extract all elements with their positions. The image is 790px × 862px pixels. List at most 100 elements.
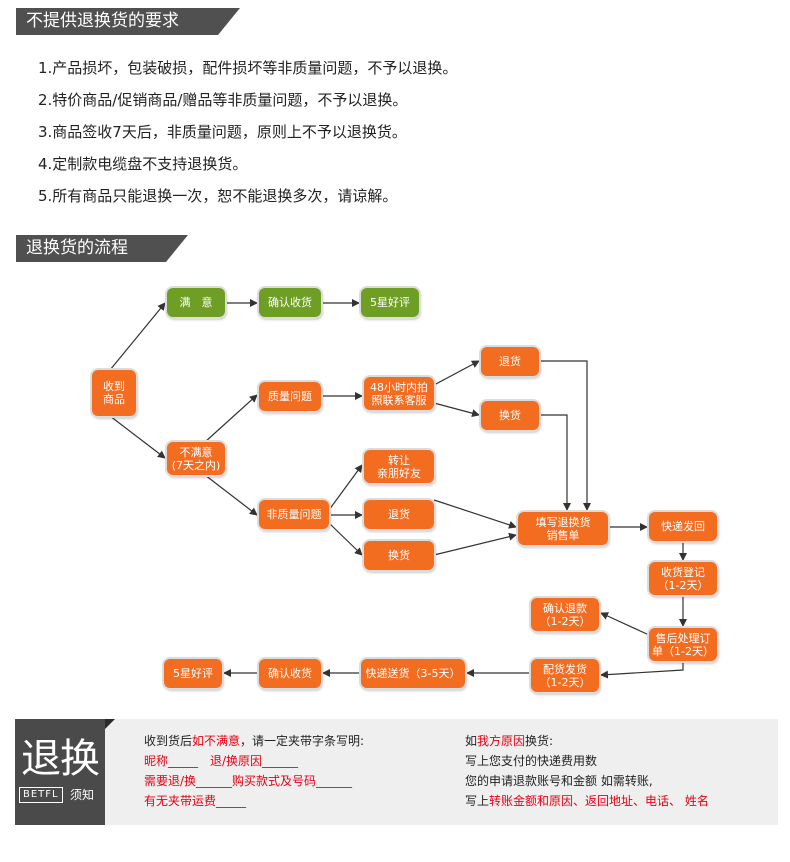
flow-node-line: 快递送货（3-5天） <box>365 667 461 680</box>
notice-line: 写上转账金额和原因、返回地址、电话、 姓名 <box>465 791 709 811</box>
flow-node-label: 不满意(7天之内) <box>172 446 221 472</box>
notice-line: 您的申请退款账号和金额 如需转账, <box>465 771 709 791</box>
notice-line: 需要退/换______购买款式及号码______ <box>144 771 364 791</box>
section-banner-process: 退换货的流程 <box>16 235 188 262</box>
flow-node-confirm1: 确认收货 <box>259 288 321 317</box>
flow-node-line: 换货 <box>499 409 521 422</box>
notice-unsatisfied: 收到货后如不满意，请一定夹带字条写明: 昵称_____ 退/换原因______ 需要… <box>144 731 364 811</box>
flow-node-transfer: 转让亲朋好友 <box>364 450 434 483</box>
flow-arrow <box>109 302 166 371</box>
flow-node-line: 销售单 <box>546 528 580 542</box>
flow-node-line: 退货 <box>499 355 521 368</box>
flow-node-satisfied: 满 意 <box>167 288 225 317</box>
flow-node-line: 照联系客服 <box>371 393 427 407</box>
flow-node-quality: 质量问题 <box>259 382 321 411</box>
flow-node-line: 单（1-2天） <box>652 644 714 658</box>
notice-segment: 我方原因 <box>477 734 526 748</box>
notice-segment: 有无夹带运费_____ <box>144 794 247 808</box>
flow-node-label: 收货登记（1-2天） <box>658 566 709 592</box>
flow-node-label: 换货 <box>388 549 410 562</box>
rule-item: 1.产品损坏，包装破损，配件损坏等非质量问题，不予以退换。 <box>38 59 458 77</box>
flow-node-refund2: 退货 <box>364 500 434 529</box>
flow-node-line: 填写退换货 <box>535 515 591 529</box>
notice-segment: 您的申请退款账号和金额 如需转账, <box>465 774 653 788</box>
notice-segment: 写上 <box>465 794 490 808</box>
flow-node-star1: 5星好评 <box>361 288 419 317</box>
notice-segment: 写上您支付的快递费用数 <box>465 754 598 768</box>
flow-node-label: 5星好评 <box>173 667 213 680</box>
flow-node-label: 满 意 <box>180 296 213 309</box>
flow-node-label: 质量问题 <box>268 390 312 403</box>
flow-node-unsatisfied: 不满意(7天之内) <box>167 442 225 475</box>
notice-segment: 如 <box>465 734 478 748</box>
flow-node-line: 退货 <box>388 508 410 521</box>
badge-subtitle: 须知 <box>70 788 95 802</box>
badge-title: 退换 <box>21 736 100 782</box>
flow-node-label: 填写退换货销售单 <box>536 516 591 542</box>
flow-node-nonquality: 非质量问题 <box>259 500 329 529</box>
flow-arrow <box>328 522 363 556</box>
flow-node-ship: 配货发货（1-2天） <box>531 659 599 692</box>
flow-node-label: 快递发回 <box>661 520 705 533</box>
flow-arrow <box>433 402 480 418</box>
flow-node-line: 配货发货 <box>543 662 587 676</box>
flow-node-line: （1-2天） <box>539 675 591 689</box>
flow-node-label: 5星好评 <box>370 296 410 309</box>
notice-segment: 收到货后 <box>144 734 193 748</box>
flow-node-fillform: 填写退换货销售单 <box>518 512 608 545</box>
notice-line: 收到货后如不满意，请一定夹带字条写明: <box>144 731 364 751</box>
notice-line: 如我方原因换货: <box>465 731 709 751</box>
rule-item: 4.定制款电缆盘不支持退换货。 <box>38 155 248 173</box>
notice-segment: 换货: <box>525 734 554 748</box>
flow-node-line: 商品 <box>103 393 125 406</box>
flow-node-receive: 收到商品 <box>92 370 136 416</box>
flow-node-confirmrefund: 确认退款（1-2天） <box>531 598 599 631</box>
section-title: 退换货的流程 <box>26 238 128 258</box>
notice-our-fault: 如我方原因换货: 写上您支付的快递费用数您的申请退款账号和金额 如需转账, 写上转账… <box>465 731 709 811</box>
flow-node-star2: 5星好评 <box>164 659 222 688</box>
notice-segment: 需要退/换______购买款式及号码______ <box>144 774 353 788</box>
flow-node-confirm2: 确认收货 <box>259 659 321 688</box>
flow-node-label: 转让亲朋好友 <box>377 454 421 480</box>
flow-node-line: 亲朋好友 <box>377 466 421 480</box>
flow-node-label: 换货 <box>499 409 521 422</box>
flow-arrow <box>433 499 517 529</box>
flow-arrow <box>600 612 650 636</box>
flow-node-line: 确认退款 <box>543 601 587 615</box>
flow-node-contact48: 48小时内拍照联系客服 <box>364 377 434 410</box>
flow-node-label: 配货发货（1-2天） <box>540 663 591 689</box>
notice-line: 写上您支付的快递费用数 <box>465 751 709 771</box>
flow-node-line: 收货登记 <box>661 565 705 579</box>
flow-arrows <box>109 299 687 679</box>
flow-arrow <box>600 661 684 679</box>
flow-node-label: 退货 <box>499 355 521 368</box>
flow-node-label: 快递送货（3-5天） <box>366 667 461 680</box>
notice-segment: 如不满意 <box>192 734 241 748</box>
flow-node-line: 48小时内拍 <box>370 380 428 394</box>
flow-node-aftersale: 售后处理订单（1-2天） <box>649 628 717 661</box>
notice-segment: 转账金额和原因、返回地址、电话、 姓名 <box>489 794 709 808</box>
flow-node-label: 确认退款（1-2天） <box>540 602 591 628</box>
flow-node-refund1: 退货 <box>481 347 539 376</box>
flow-node-line: 换货 <box>388 549 410 562</box>
rule-item: 2.特价商品/促销商品/赠品等非质量问题，不予以退换。 <box>38 91 408 109</box>
flow-node-line: （1-2天） <box>539 614 591 628</box>
flow-arrow <box>328 464 363 511</box>
notice-segment: 昵称_____ 退/换原因______ <box>144 754 299 768</box>
flow-node-label: 确认收货 <box>268 667 312 680</box>
section-banner-no-return: 不提供退换货的要求 <box>16 8 240 35</box>
flow-node-line: 满 意 <box>179 296 213 309</box>
return-notice-badge: 退换 BETFL 须知 <box>15 719 105 825</box>
flow-node-line: 转让 <box>388 453 410 467</box>
flow-node-express: 快递发回 <box>649 512 717 541</box>
flow-node-exchange1: 换货 <box>481 401 539 430</box>
flow-node-label: 退货 <box>388 508 410 521</box>
flow-node-label: 48小时内拍照联系客服 <box>370 381 428 407</box>
flow-node-line: 快递发回 <box>661 520 705 533</box>
flow-arrow <box>433 532 517 556</box>
badge-fold-decoration <box>105 719 115 729</box>
flow-node-line: 质量问题 <box>268 390 312 403</box>
flow-arrow <box>539 414 571 511</box>
notice-line: 昵称_____ 退/换原因______ <box>144 751 364 771</box>
